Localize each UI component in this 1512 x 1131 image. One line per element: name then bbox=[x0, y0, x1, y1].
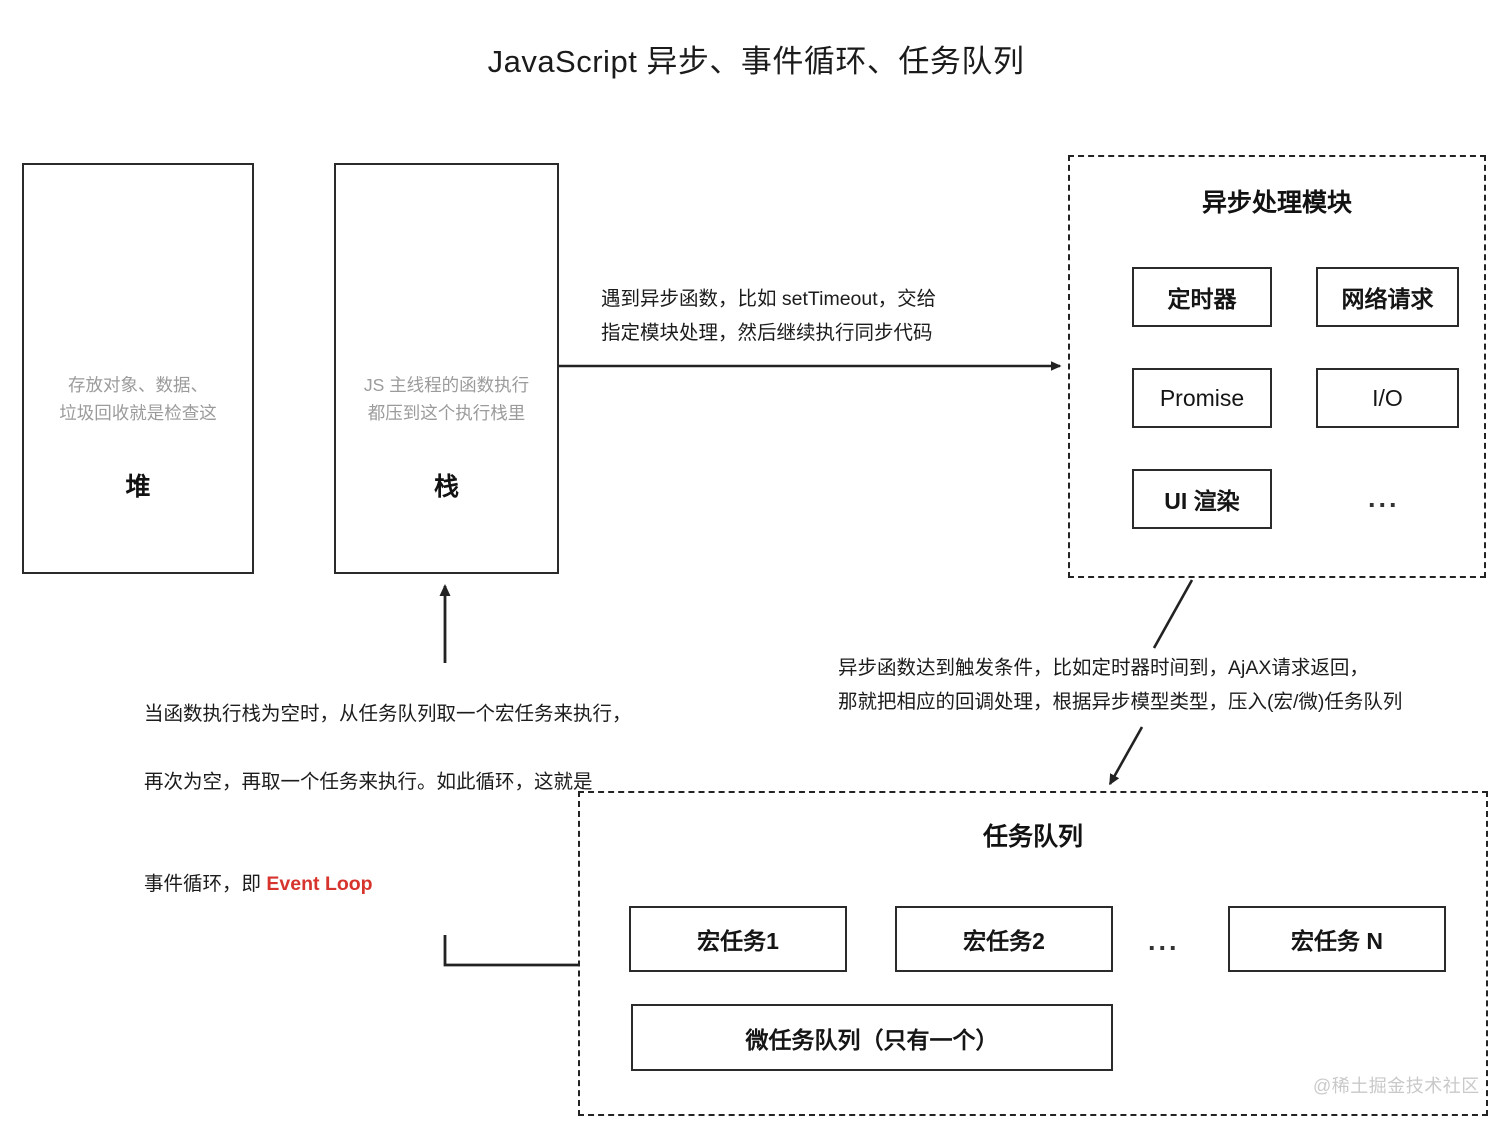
annotation-stack-to-async: 遇到异步函数，比如 setTimeout，交给 指定模块处理，然后继续执行同步代… bbox=[601, 282, 937, 350]
async-item-timer: 定时器 bbox=[1132, 267, 1272, 327]
macro-task-n: 宏任务 N bbox=[1228, 906, 1446, 972]
annotation-event-loop-line2: 再次为空，再取一个任务来执行。如此循环，这就是 bbox=[144, 771, 593, 793]
async-module-title: 异步处理模块 bbox=[1201, 189, 1352, 217]
task-queue-title: 任务队列 bbox=[982, 823, 1083, 851]
async-module-box: 异步处理模块 定时器 网络请求 Promise I/O UI 渲染 ... bbox=[1068, 155, 1486, 578]
annotation-event-loop-line3: 事件循环，即 Event Loop bbox=[144, 833, 632, 901]
stack-description: JS 主线程的函数执行 都压到这个执行栈里 bbox=[363, 375, 530, 423]
heap-description: 存放对象、数据、 垃圾回收就是检查这 bbox=[59, 375, 217, 423]
arrow-async-to-queue-upper bbox=[1152, 579, 1194, 649]
macro-tasks-ellipsis: ... bbox=[1148, 926, 1180, 956]
stack-title: 栈 bbox=[433, 473, 459, 501]
annotation-event-loop: 当函数执行栈为空时，从任务队列取一个宏任务来执行， 再次为空，再取一个任务来执行… bbox=[144, 663, 632, 935]
macro-task-1: 宏任务1 bbox=[629, 906, 847, 972]
arrow-async-to-queue-lower bbox=[1108, 726, 1144, 786]
async-item-ui-render: UI 渲染 bbox=[1132, 469, 1272, 529]
page-title: JavaScript 异步、事件循环、任务队列 bbox=[487, 44, 1025, 79]
watermark: @稀土掘金技术社区 bbox=[1313, 1076, 1480, 1096]
task-queue-box: 任务队列 宏任务1 宏任务2 ... 宏任务 N 微任务队列（只有一个） bbox=[578, 791, 1488, 1116]
annotation-async-to-queue: 异步函数达到触发条件，比如定时器时间到，AjAX请求返回， 那就把相应的回调处理… bbox=[838, 651, 1403, 719]
event-loop-accent-text: Event Loop bbox=[266, 873, 373, 895]
heap-box: 堆 存放对象、数据、 垃圾回收就是检查这 bbox=[22, 163, 254, 574]
macro-task-2: 宏任务2 bbox=[895, 906, 1113, 972]
annotation-event-loop-line1: 当函数执行栈为空时，从任务队列取一个宏任务来执行， bbox=[144, 703, 632, 725]
async-items-ellipsis: ... bbox=[1368, 483, 1400, 513]
async-item-io: I/O bbox=[1316, 368, 1459, 428]
annotation-event-loop-prefix: 事件循环，即 bbox=[144, 873, 267, 895]
async-item-promise: Promise bbox=[1132, 368, 1272, 428]
micro-task-queue: 微任务队列（只有一个） bbox=[631, 1004, 1113, 1071]
async-item-network-request: 网络请求 bbox=[1316, 267, 1459, 327]
heap-title: 堆 bbox=[125, 473, 151, 501]
stack-box: 栈 JS 主线程的函数执行 都压到这个执行栈里 bbox=[334, 163, 559, 574]
